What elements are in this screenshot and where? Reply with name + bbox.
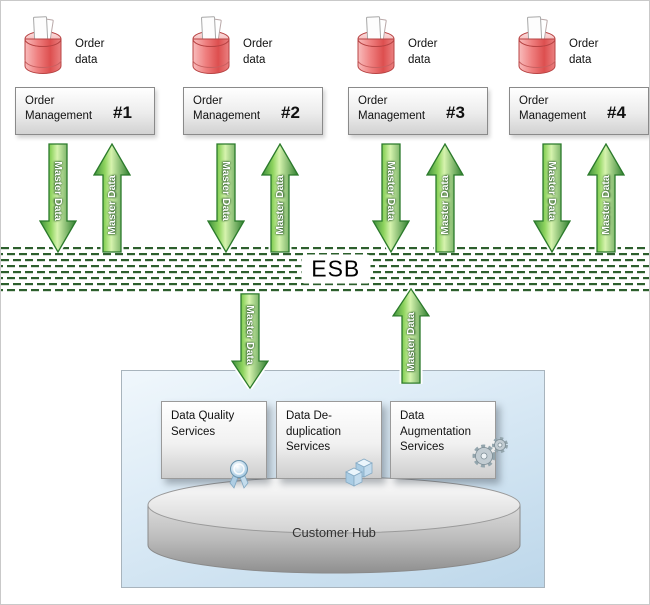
esb-label: ESB [301, 254, 371, 284]
system-group-1: Order data Order Management #1 Master Dat… [15, 15, 155, 253]
service-label: Data Quality Services [171, 410, 235, 438]
service-label: Data De-duplication Services [286, 410, 341, 454]
master-data-down-arrow: Master Data [372, 143, 410, 253]
esb-bus: ESB [1, 245, 649, 293]
order-management-number: #3 [446, 102, 465, 122]
order-management-name: Order Management [519, 95, 587, 122]
order-management-number: #1 [113, 102, 132, 122]
customer-hub-container: Customer Hub Data Quality Services Data … [121, 370, 545, 588]
service-label: Data Augmentation Services [400, 410, 471, 454]
order-data-label: Order data [569, 38, 599, 66]
master-data-down-arrow-to-hub: Master Data [231, 293, 269, 389]
order-data-database-icon [190, 15, 232, 81]
master-data-down-arrow: Master Data [39, 143, 77, 253]
order-data-database-icon [22, 15, 64, 81]
order-management-box-3: Order Management #3 [348, 87, 488, 135]
order-data-label: Order data [243, 38, 273, 66]
master-data-label: Master Data [220, 161, 232, 222]
master-data-label: Master Data [405, 311, 417, 372]
master-data-down-arrow: Master Data [533, 143, 571, 253]
master-data-label: Master Data [600, 174, 612, 235]
master-data-label: Master Data [244, 305, 256, 365]
order-management-box-2: Order Management #2 [183, 87, 323, 135]
master-data-label: Master Data [546, 161, 558, 222]
master-data-up-arrow: Master Data [426, 143, 464, 253]
master-data-label: Master Data [106, 174, 118, 235]
order-management-box-1: Order Management #1 [15, 87, 155, 135]
master-data-up-arrow: Master Data [261, 143, 299, 253]
master-data-label: Master Data [274, 174, 286, 235]
order-management-name: Order Management [25, 95, 93, 122]
system-group-4: Order data Order Management #4 Master Dat… [509, 15, 649, 253]
system-group-3: Order data Order Management #3 Master Dat… [348, 15, 488, 253]
order-management-name: Order Management [358, 95, 426, 122]
service-data-augmentation: Data Augmentation Services [390, 401, 508, 479]
customer-hub-label: Customer Hub [292, 525, 376, 540]
order-management-box-4: Order Management #4 [509, 87, 649, 135]
master-data-label: Master Data [385, 161, 397, 222]
master-data-down-arrow: Master Data [207, 143, 245, 253]
master-data-up-arrow-from-hub: Master Data [392, 288, 430, 384]
order-management-number: #2 [281, 102, 300, 122]
service-data-quality: Data Quality Services [161, 401, 267, 489]
system-group-2: Order data Order Management #2 Master Dat… [183, 15, 323, 253]
order-management-number: #4 [607, 102, 626, 122]
service-data-deduplication: Data De-duplication Services [276, 401, 382, 487]
order-data-database-icon [355, 15, 397, 81]
master-data-up-arrow: Master Data [587, 143, 625, 253]
master-data-label: Master Data [52, 161, 64, 222]
order-data-label: Order data [75, 38, 105, 66]
master-data-label: Master Data [439, 174, 451, 235]
order-data-database-icon [516, 15, 558, 81]
cubes-icon [343, 455, 376, 488]
customer-hub-cylinder: Customer Hub [144, 473, 524, 581]
order-data-label: Order data [408, 38, 438, 66]
order-management-name: Order Management [193, 95, 261, 122]
master-data-up-arrow: Master Data [93, 143, 131, 253]
award-ribbon-icon [226, 459, 252, 490]
gears-icon [468, 436, 512, 470]
